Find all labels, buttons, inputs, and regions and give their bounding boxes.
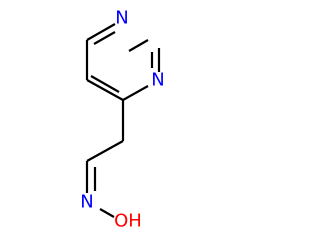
hydroxyl-label: OH [114, 211, 142, 232]
bond-c4-c5-inner [90, 75, 120, 93]
pyrimidine-n3-label: N [151, 70, 164, 91]
bond-c4-c5 [86, 79, 124, 101]
bond-c6-n1 [86, 23, 116, 41]
bond-n-oh [99, 208, 115, 218]
molecule-diagram: N N OH N [80, 8, 164, 232]
bond-layer [85, 23, 161, 218]
pyrimidine-n1-label: N [115, 8, 128, 29]
bond-n3-c4 [122, 85, 149, 101]
oxime-n-label: N [80, 192, 93, 213]
bond-c6-n1-inner [93, 31, 116, 45]
bond-n1-c2 [128, 39, 149, 52]
bond-ch2-chnoh [86, 140, 124, 162]
atom-label-layer: N N OH N [80, 8, 164, 232]
